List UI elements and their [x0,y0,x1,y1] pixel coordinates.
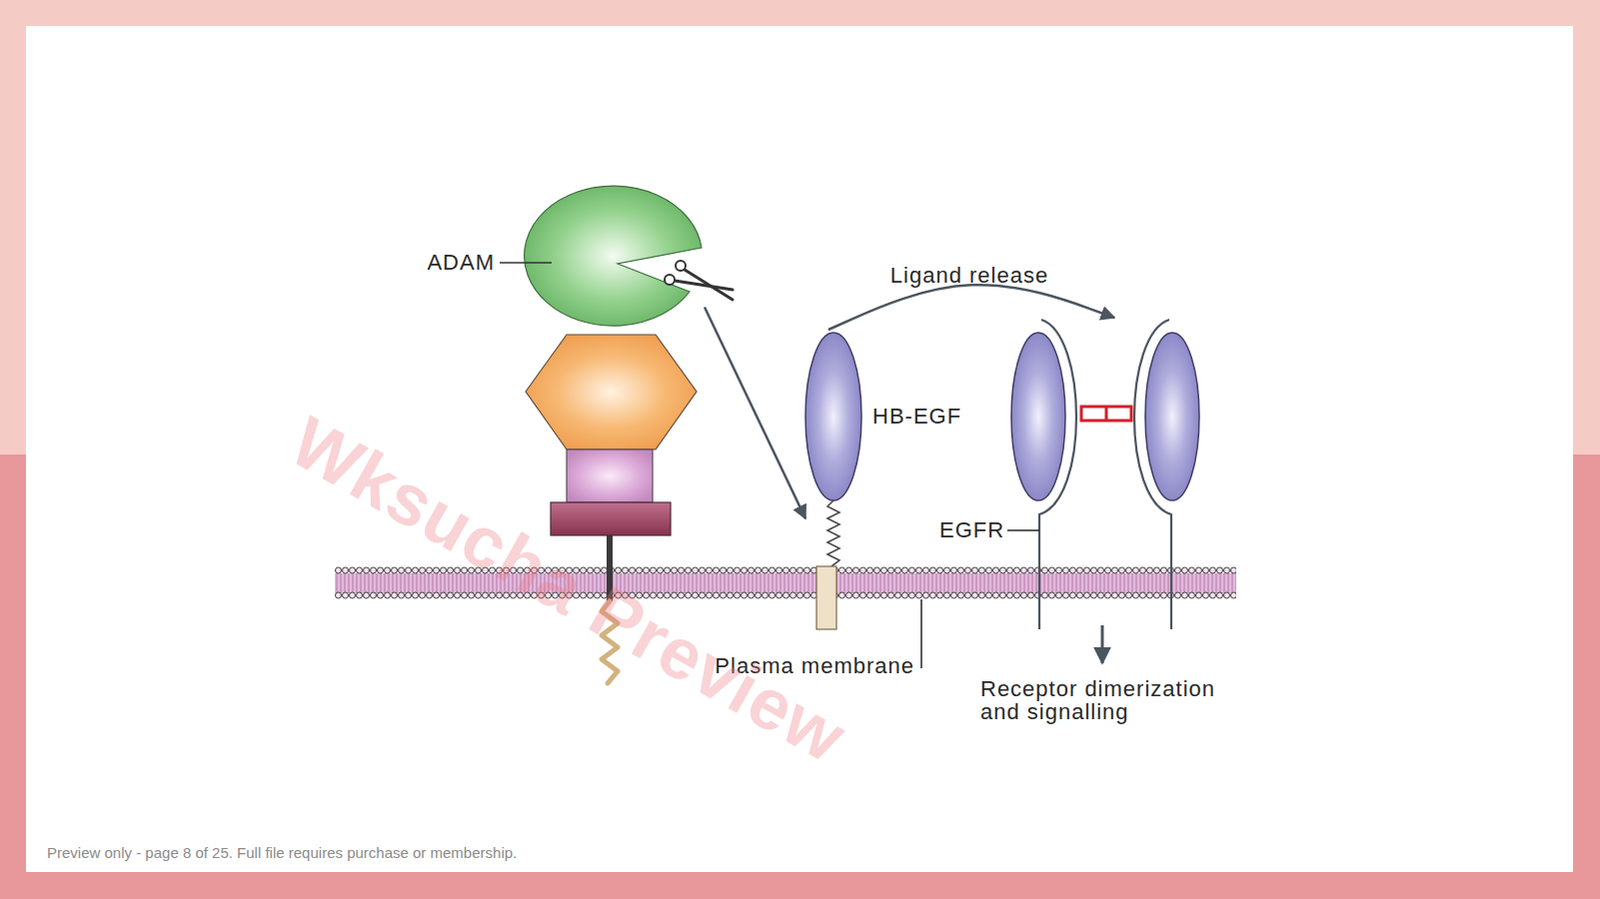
signalling-label: Receptor dimerization and signalling [980,677,1251,724]
node-shape [934,317,1205,630]
scissor-ring [664,274,675,285]
footer-note: Preview only - page 8 of 25. Full file r… [46,844,517,862]
adam-protease: ADAM [399,184,705,340]
ligand-domain [805,332,862,501]
ligand-linker [827,500,840,567]
hexagon-domain [525,334,697,450]
leader-line [499,261,552,264]
scissors-symbol [664,260,733,300]
edge-label: Ligand release [859,263,1080,288]
signal-arrow [1101,625,1105,664]
ligand-anchor [816,566,837,630]
cytoplasmic-tail [601,601,618,684]
scissor-ring [675,260,686,271]
square-domain [566,449,653,503]
membrane-heads [334,590,1237,601]
node-label: ADAM [409,250,495,275]
cleavage-arrow [704,306,806,519]
bar-domain [550,502,671,536]
watermark: Wksucha Preview [277,400,861,779]
dimer-bond [1081,406,1132,421]
scissor-blade [674,280,733,290]
ligand-release-arrow [828,284,1115,330]
membrane-label: Plasma membrane [699,654,915,678]
bound-ligand [1145,332,1200,501]
node-label: HB-EGF [872,404,962,429]
leader-line [1007,529,1040,532]
protease-body [524,185,702,326]
leader-line [920,599,923,669]
white-panel [25,25,1574,873]
dimer-bond [1105,406,1109,421]
hbegf-ligand: HB-EGF [805,329,956,525]
egfr-dimer: EGFR [934,317,1205,630]
node-label: EGFR [939,518,1005,543]
bound-ligand [1011,332,1066,501]
membrane-heads [334,565,1237,576]
transmembrane-stalk [606,535,613,602]
